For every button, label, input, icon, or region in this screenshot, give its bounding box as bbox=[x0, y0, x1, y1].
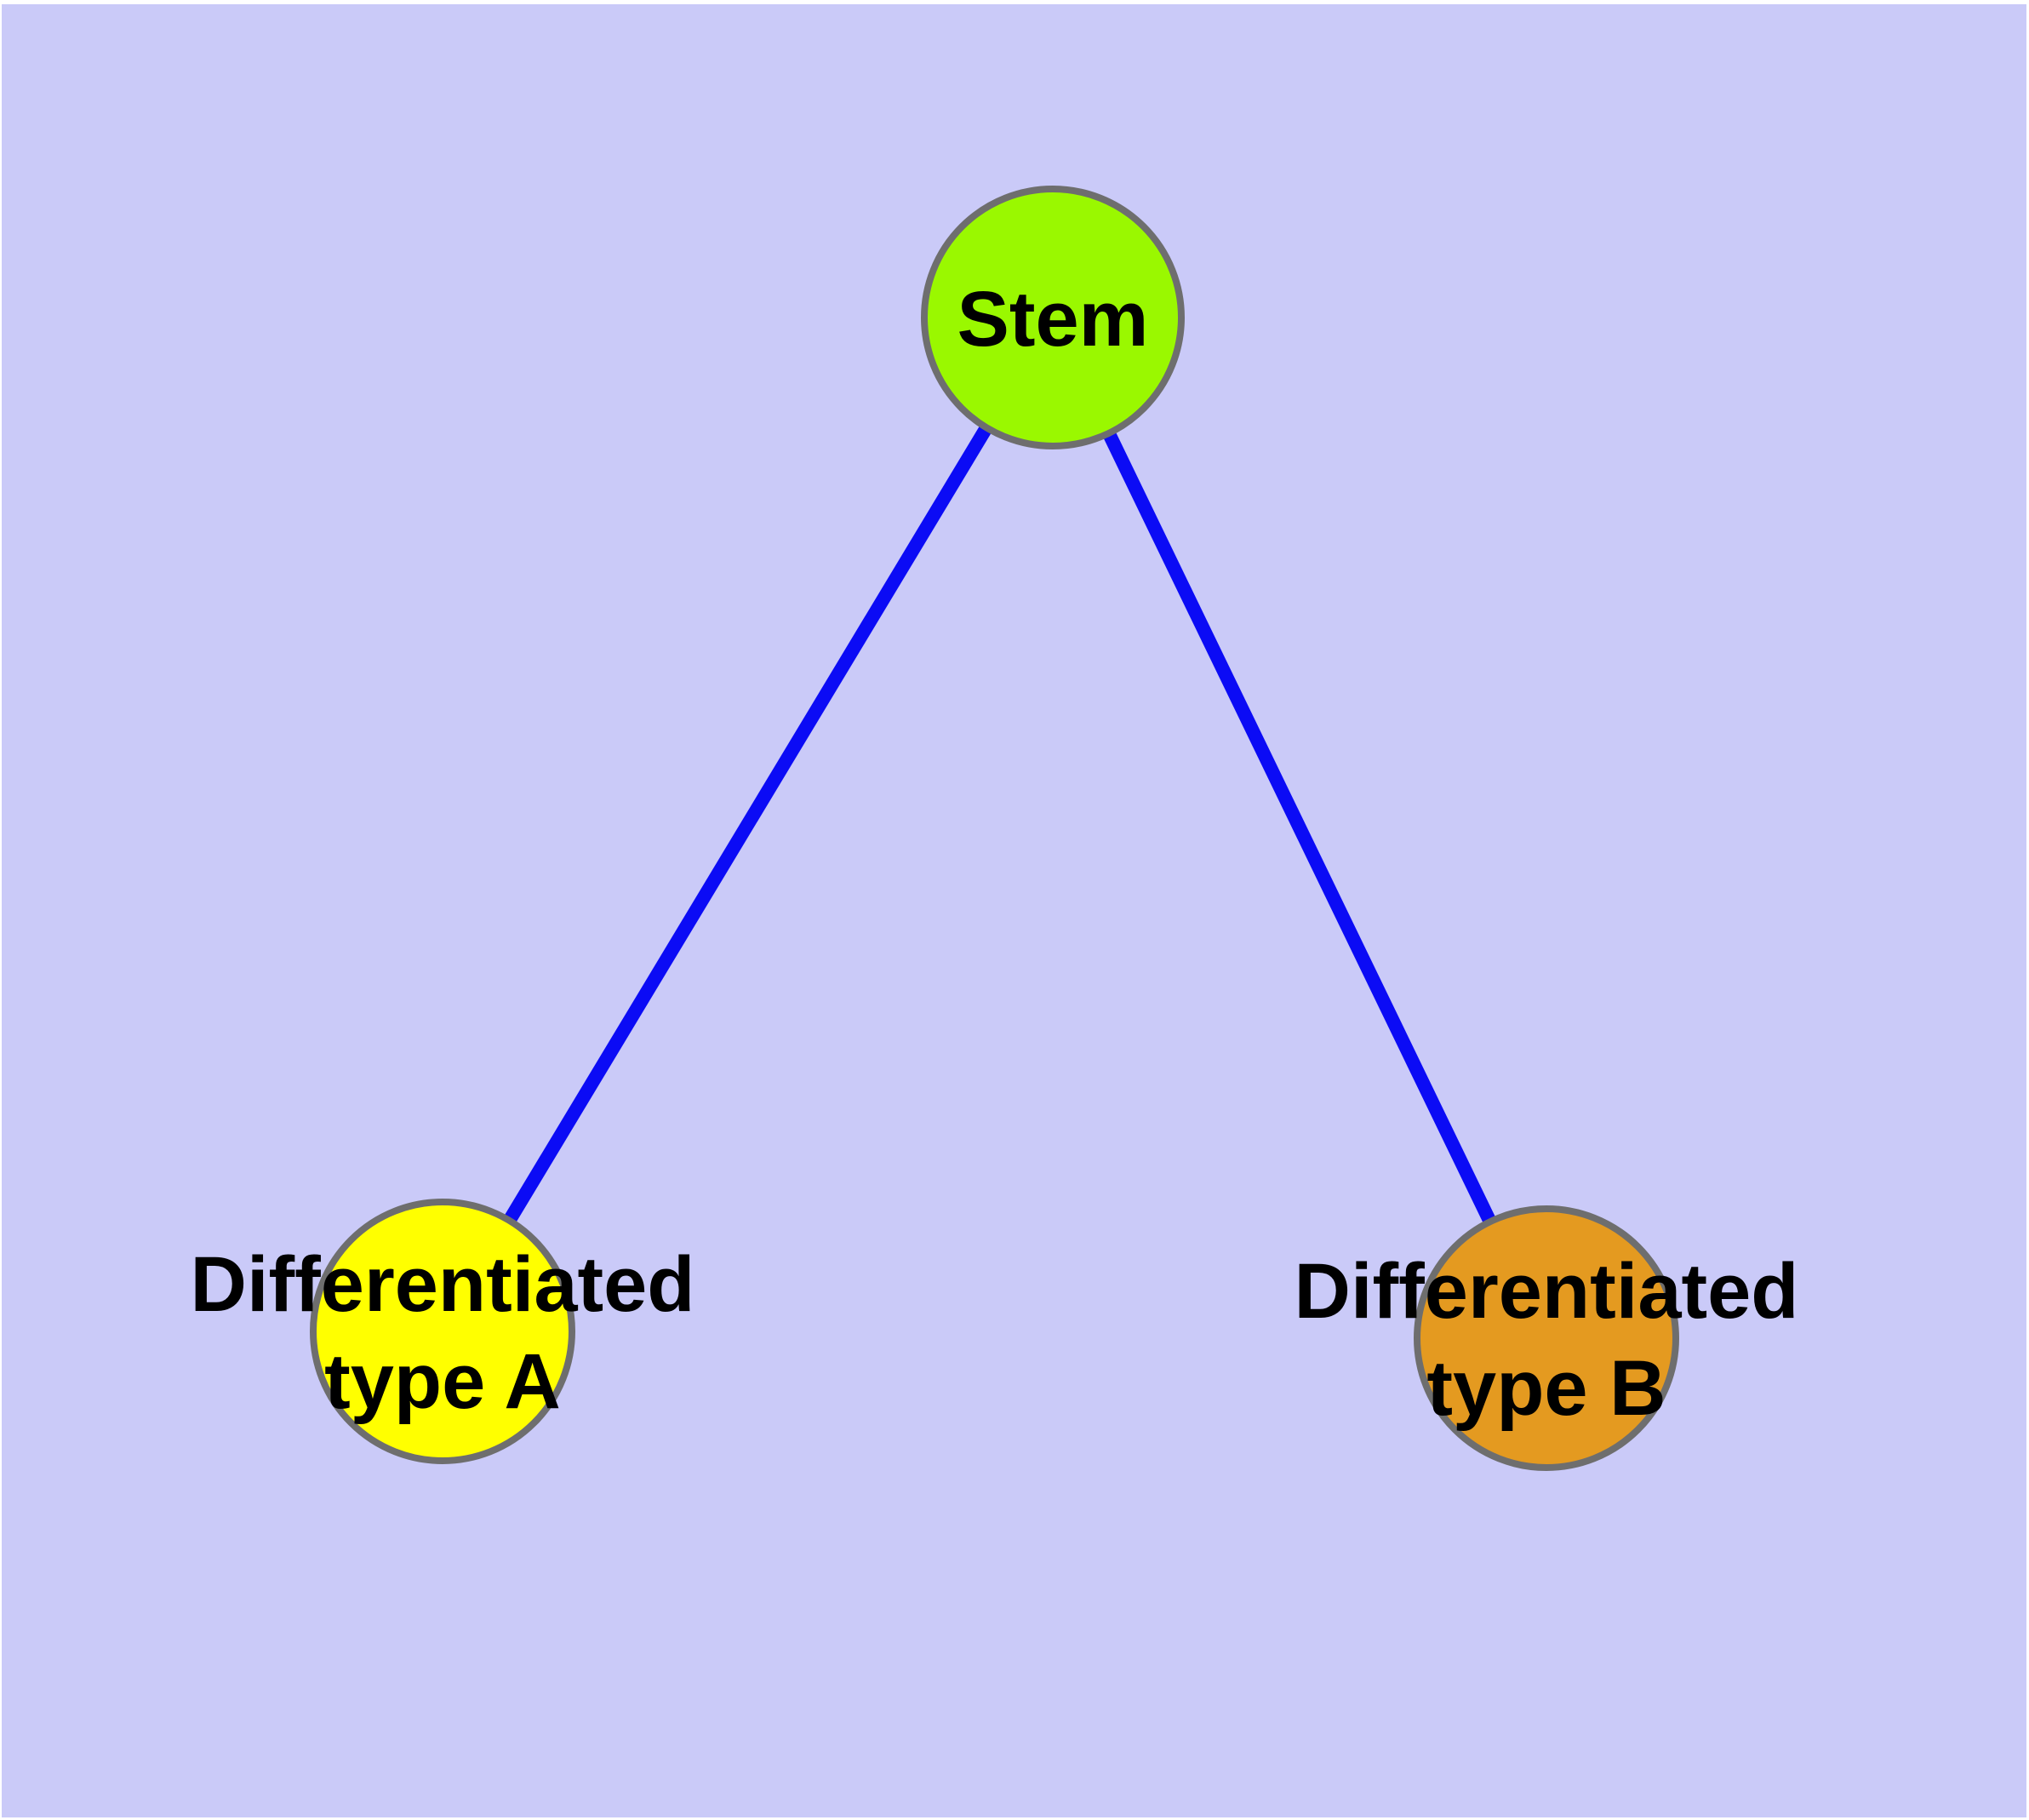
edge-stem-to-differentiated-type-b bbox=[1046, 314, 1553, 1342]
edge-stem-to-differentiated-type-a bbox=[437, 313, 1059, 1336]
node-differentiated-type-b[interactable] bbox=[1414, 1205, 1679, 1471]
node-stem[interactable] bbox=[921, 186, 1185, 449]
node-differentiated-type-a[interactable] bbox=[310, 1199, 575, 1464]
